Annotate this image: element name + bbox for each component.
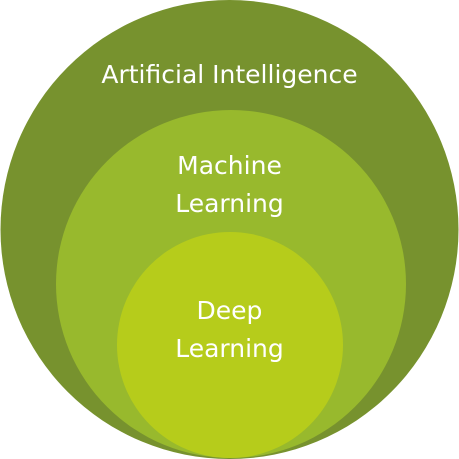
label-deep-learning-line2: Learning	[175, 334, 284, 363]
circle-deep-learning	[117, 232, 343, 458]
label-artificial-intelligence: Artificial Intelligence	[101, 60, 358, 89]
label-deep-learning-line1: Deep	[196, 296, 263, 325]
label-machine-learning-line2: Learning	[175, 189, 284, 218]
label-machine-learning-line1: Machine	[177, 151, 282, 180]
